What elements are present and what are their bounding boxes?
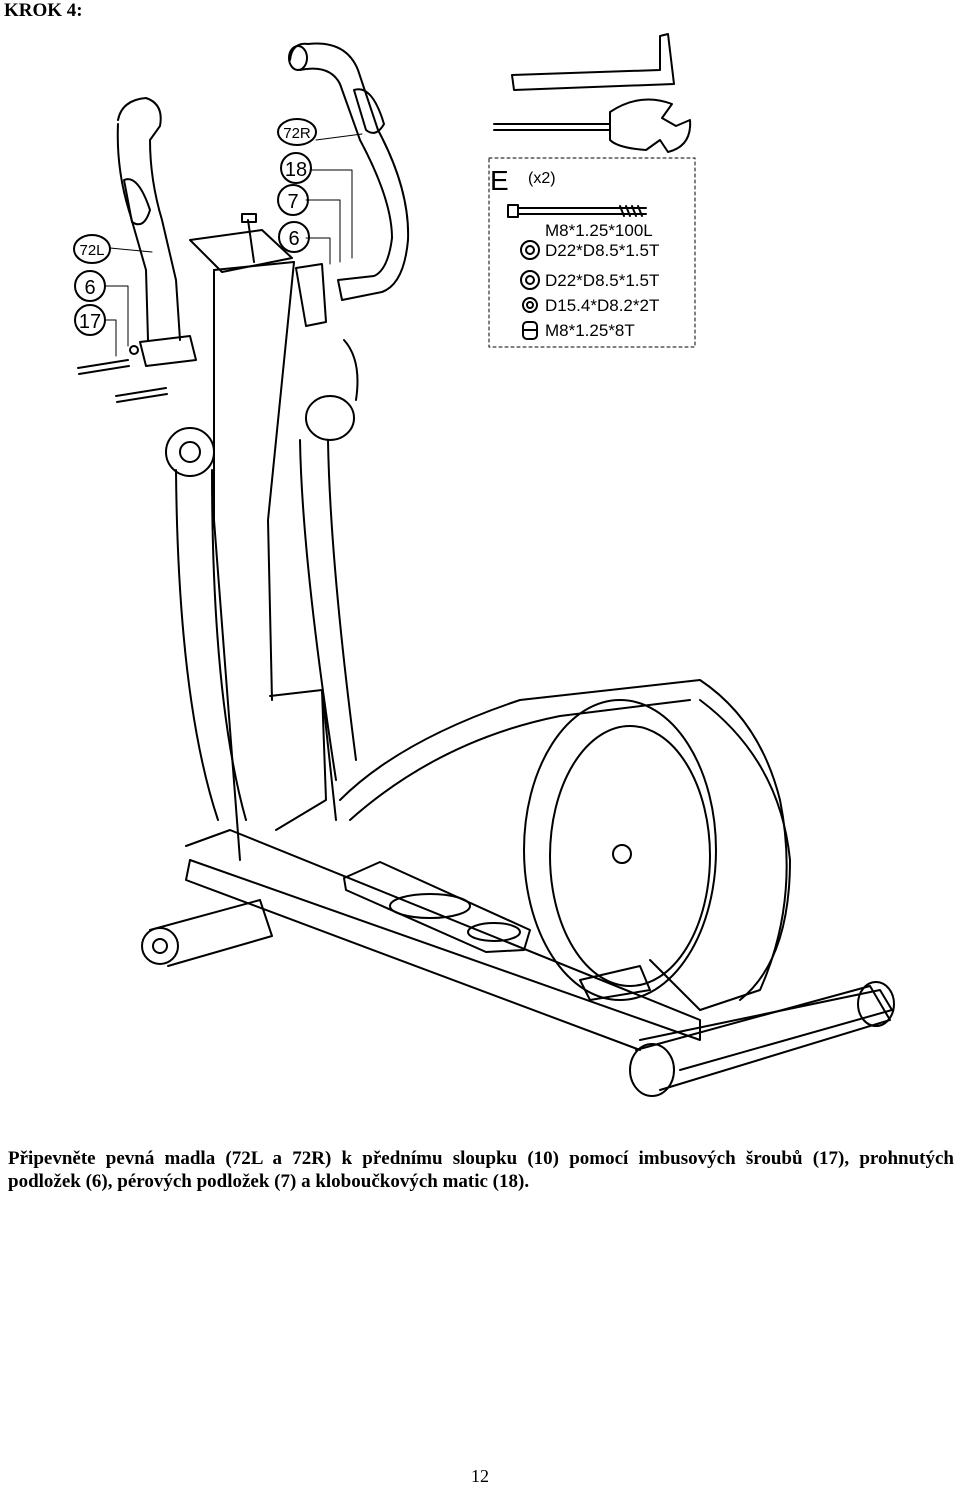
callout-label: 72L	[79, 242, 104, 259]
callout-7: 7	[277, 184, 309, 216]
callout-label: 17	[79, 311, 101, 333]
callout-label: 18	[285, 159, 307, 181]
kit-item: D15.4*D8.2*2T	[545, 296, 659, 315]
cap-nut-icon	[522, 321, 538, 340]
right-handlebar	[288, 42, 410, 301]
callout-label: 6	[84, 277, 95, 299]
flywheel-housing	[339, 679, 791, 1011]
pedal-icon	[343, 861, 531, 953]
callout-18: 18	[280, 152, 312, 184]
bolt-icon	[507, 204, 647, 218]
left-lower-arm	[165, 427, 247, 821]
bolt-icon	[115, 387, 168, 403]
callout-17: 17	[74, 304, 106, 336]
step-title: KROK 4:	[4, 0, 83, 21]
mounting-bracket	[189, 213, 327, 327]
callout-72l: 72L	[73, 234, 111, 264]
rear-stabilizer	[629, 981, 895, 1097]
kit-item: D22*D8.5*1.5T	[545, 241, 659, 260]
hardware-kit-box: E (x2) M8*1.25*100L D22*D8.5*1.5T D22*D8…	[488, 157, 696, 348]
kit-item: D22*D8.5*1.5T	[545, 271, 659, 290]
left-handlebar	[116, 97, 197, 367]
bolt-icon	[77, 345, 139, 375]
callout-6-right: 6	[278, 221, 310, 253]
right-lower-arm	[299, 339, 359, 781]
callout-6-left: 6	[74, 270, 106, 302]
front-column	[213, 261, 337, 861]
callout-72r: 72R	[277, 118, 317, 146]
assembly-illustration: E (x2) M8*1.25*100L D22*D8.5*1.5T D22*D8…	[73, 33, 895, 1097]
callout-label: 6	[288, 228, 299, 250]
callout-label: 72R	[283, 125, 311, 142]
spring-washer-icon	[522, 297, 538, 313]
allen-key-icon	[511, 33, 675, 91]
kit-letter: E	[490, 165, 509, 196]
washer-icon	[520, 270, 540, 290]
kit-item: M8*1.25*100L	[545, 221, 653, 240]
instruction-text: Připevněte pevná madla (72L a 72R) k pře…	[8, 1148, 954, 1192]
base-frame	[185, 829, 893, 1071]
kit-item: M8*1.25*8T	[545, 321, 635, 340]
front-stabilizer	[141, 899, 273, 967]
kit-quantity: (x2)	[528, 170, 556, 187]
spanner-wrench-icon	[493, 98, 692, 153]
washer-icon	[520, 240, 540, 260]
callout-label: 7	[287, 191, 298, 213]
page-number: 12	[471, 1466, 489, 1486]
